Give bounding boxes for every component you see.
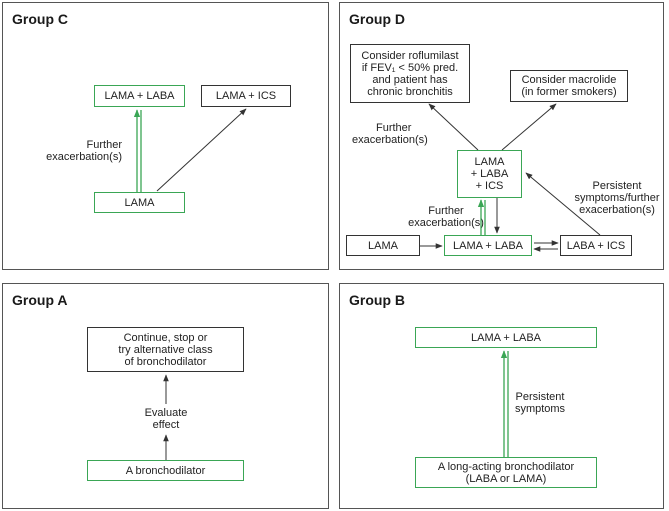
group-a-evaluate-line2: effect — [152, 419, 180, 431]
group-b-persistent-line2: symptoms — [514, 403, 566, 415]
group-a-evaluate-label: Evaluate effect — [126, 407, 206, 431]
group-d-persistent-label: Persistent symptoms/further exacerbation… — [570, 180, 664, 216]
group-d-title: Group D — [349, 11, 405, 27]
group-b-long-acting-line2: (LABA or LAMA) — [465, 472, 547, 485]
group-d-triple-line3: + ICS — [475, 180, 504, 192]
group-d-triple-box: LAMA + LABA + ICS — [457, 150, 522, 198]
group-d-macrolide-box: Consider macrolide (in former smokers) — [510, 70, 628, 102]
group-d-triple-line2: + LABA — [470, 168, 509, 180]
group-b-lama-laba-box: LAMA + LABA — [415, 327, 597, 348]
group-b-persistent-label: Persistent symptoms — [505, 391, 575, 415]
group-a-evaluate-line1: Evaluate — [144, 407, 188, 419]
group-c-lama-box: LAMA — [94, 192, 185, 213]
group-c-panel: Group C — [2, 2, 329, 270]
group-d-arrow-laba-ics-to-triple — [525, 172, 601, 236]
group-d-roflumilast-line4: chronic bronchitis — [367, 85, 453, 98]
group-d-further-mid-label: Further exacerbation(s) — [392, 205, 500, 229]
group-d-laba-ics-box: LABA + ICS — [560, 235, 632, 256]
group-a-continue-line3: of bronchodilator — [124, 355, 207, 368]
group-d-roflumilast-box: Consider roflumilast if FEV₁ < 50% pred.… — [350, 44, 470, 103]
group-d-triple-line1: LAMA — [474, 156, 505, 168]
group-d-further-top-label: Further exacerbation(s) — [352, 122, 446, 146]
group-d-roflumilast-line2: if FEV₁ < 50% pred. — [361, 61, 459, 74]
group-d-further-mid-line1: Further — [428, 205, 464, 217]
group-b-persistent-line1: Persistent — [515, 391, 565, 403]
group-b-title: Group B — [349, 292, 405, 308]
group-a-continue-box: Continue, stop or try alternative class … — [87, 327, 244, 372]
group-d-persistent-line1: Persistent — [592, 180, 642, 192]
group-d-persistent-line3: exacerbation(s) — [579, 204, 655, 216]
group-a-continue-line1: Continue, stop or — [123, 331, 208, 344]
group-c-further-label: Further exacerbation(s) — [20, 139, 122, 163]
group-d-further-mid-line2: exacerbation(s) — [408, 217, 484, 229]
group-a-title: Group A — [12, 292, 68, 308]
group-c-title: Group C — [12, 11, 68, 27]
group-d-lama-laba-box: LAMA + LABA — [444, 235, 532, 256]
group-b-long-acting-line1: A long-acting bronchodilator — [437, 460, 575, 473]
group-c-further-line1: Further — [86, 139, 122, 151]
group-a-continue-line2: try alternative class — [118, 343, 213, 356]
group-d-further-top-line1: Further — [376, 122, 412, 134]
group-d-persistent-line2: symptoms/further — [574, 192, 660, 204]
group-d-arrow-triple-to-roflumilast — [428, 103, 479, 151]
group-c-lama-laba-box: LAMA + LABA — [94, 85, 185, 107]
group-c-lama-ics-box: LAMA + ICS — [201, 85, 291, 107]
group-a-bronchodilator-box: A bronchodilator — [87, 460, 244, 481]
group-d-roflumilast-line3: and patient has — [372, 73, 448, 86]
group-c-further-line2: exacerbation(s) — [46, 151, 122, 163]
group-d-further-top-line2: exacerbation(s) — [352, 134, 428, 146]
group-c-arrow-lama-to-lama-ics — [156, 108, 247, 192]
group-d-macrolide-line1: Consider macrolide — [521, 74, 617, 86]
group-d-roflumilast-line1: Consider roflumilast — [361, 49, 459, 62]
group-c-arrow-lama-to-lama-laba — [133, 109, 142, 192]
group-d-lama-box: LAMA — [346, 235, 420, 256]
group-b-long-acting-box: A long-acting bronchodilator (LABA or LA… — [415, 457, 597, 488]
group-d-arrow-lama-laba-to-triple — [477, 199, 486, 235]
group-d-macrolide-line2: (in former smokers) — [521, 86, 617, 98]
group-d-arrow-triple-to-macrolide — [501, 103, 557, 151]
group-b-arrow-long-acting-to-lama-laba — [500, 350, 509, 457]
